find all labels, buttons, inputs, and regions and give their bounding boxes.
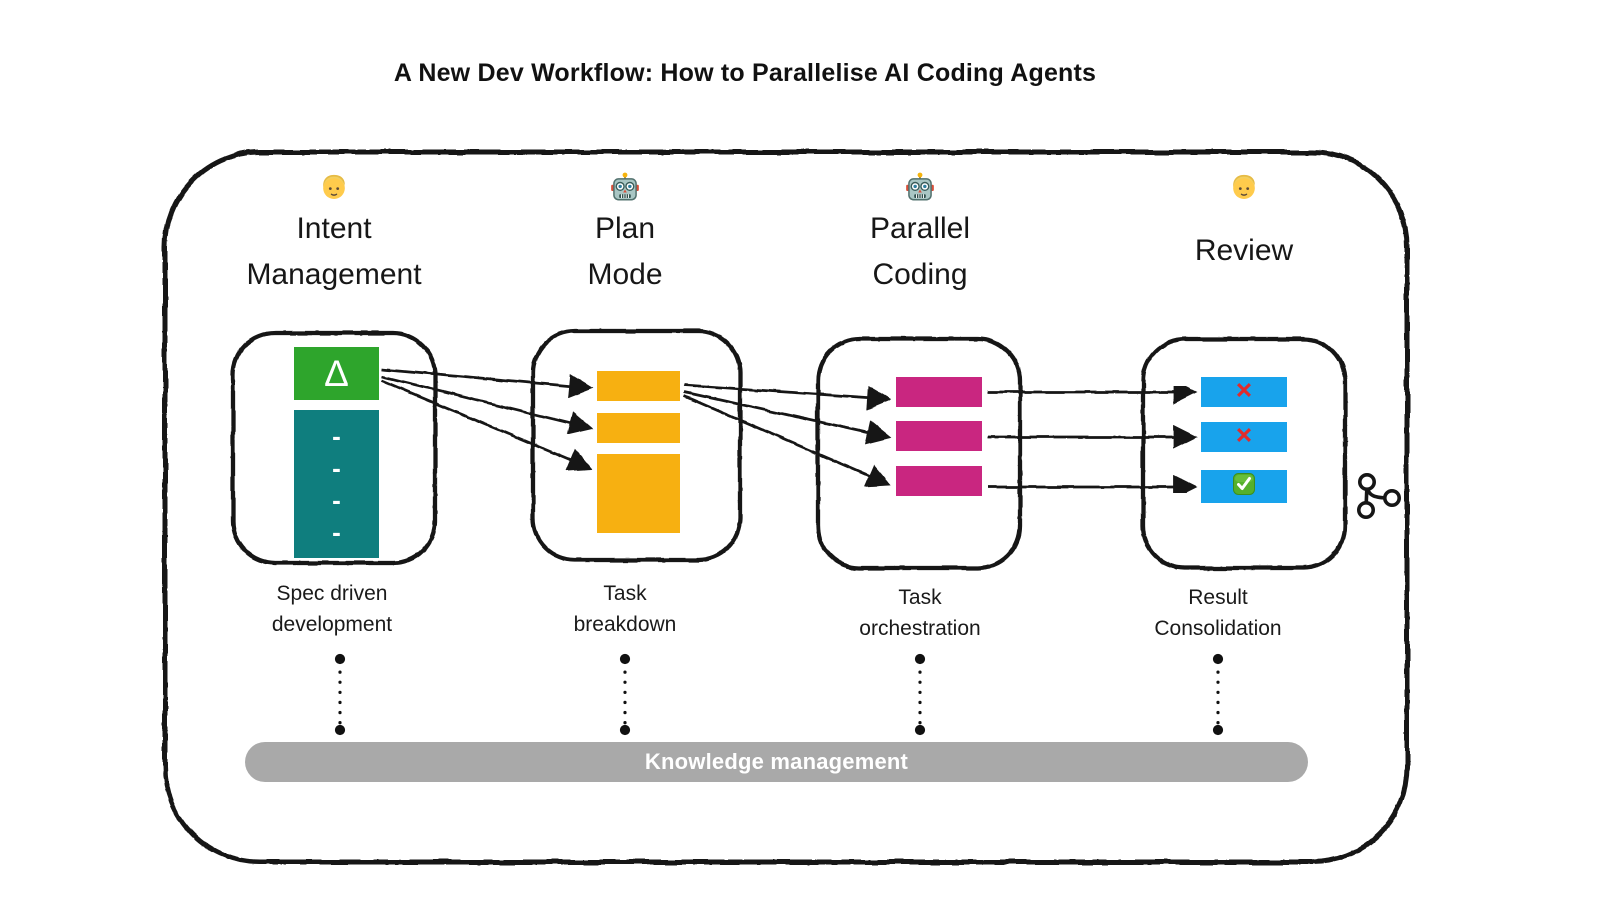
arrow-plan-to-parallel-3 [683,394,892,487]
arrow-plan-to-parallel-2 [683,390,892,445]
intent-management-box [230,330,438,566]
knowledge-management-label: Knowledge management [644,749,909,774]
list-dash: - [332,453,341,483]
git-branch-icon [1357,472,1402,519]
agent-task-block [896,377,982,407]
caption-task-breakdown: Task breakdown [573,582,677,636]
caption-spec-driven-development: Spec driven development [271,582,393,636]
list-dash: - [332,421,341,451]
review-result-block-rejected [1201,377,1287,407]
cross-mark-icon [1233,424,1255,451]
spec-list-block: - - - - [294,410,379,558]
review-result-block-approved [1201,470,1287,503]
arrow-plan-to-parallel-1 [683,383,892,410]
caption-result-consolidation: Result Consolidation [1154,586,1282,640]
spec-delta-block: Δ [294,347,379,400]
stage-header-review: Review [1114,172,1374,274]
task-block [597,413,680,443]
caption-task-orchestration: Task orchestration [859,586,981,640]
stage-title-line: Plan [594,212,656,245]
knowledge-management-bar: Knowledge management [245,742,1308,782]
stage-title-line: Intent [296,212,372,245]
arrow-intent-to-plan-3 [381,379,594,472]
stage-title-line: Review [1194,234,1294,267]
stage-title-line: Parallel [869,212,971,245]
page-title: A New Dev Workflow: How to Parallelise A… [393,59,1097,87]
stage-title-line: Management [246,258,422,291]
agent-task-block [896,466,982,496]
person-icon [1114,172,1374,206]
parallel-coding-box [815,336,1023,571]
task-block [597,454,680,533]
stage-header-plan-mode: Plan Mode [495,172,755,298]
delta-symbol: Δ [324,352,349,394]
cross-mark-icon [1233,379,1255,406]
person-icon [204,172,464,206]
robot-icon [790,172,1050,206]
dotted-connectors [334,653,1224,736]
stage-header-intent-management: Intent Management [204,172,464,298]
outer-frame [162,149,1410,865]
list-dash: - [332,517,341,547]
stage-header-parallel-coding: Parallel Coding [790,172,1050,298]
check-mark-icon [1232,472,1256,501]
stage-title-line: Coding [872,258,968,291]
review-box [1140,336,1348,571]
robot-icon [495,172,755,206]
arrow-intent-to-plan-1 [381,367,594,399]
agent-task-block [896,421,982,451]
review-result-block-rejected [1201,422,1287,452]
stage-title-line: Mode [587,258,663,291]
list-dash: - [332,485,341,515]
arrow-intent-to-plan-2 [381,375,594,435]
task-block [597,371,680,401]
